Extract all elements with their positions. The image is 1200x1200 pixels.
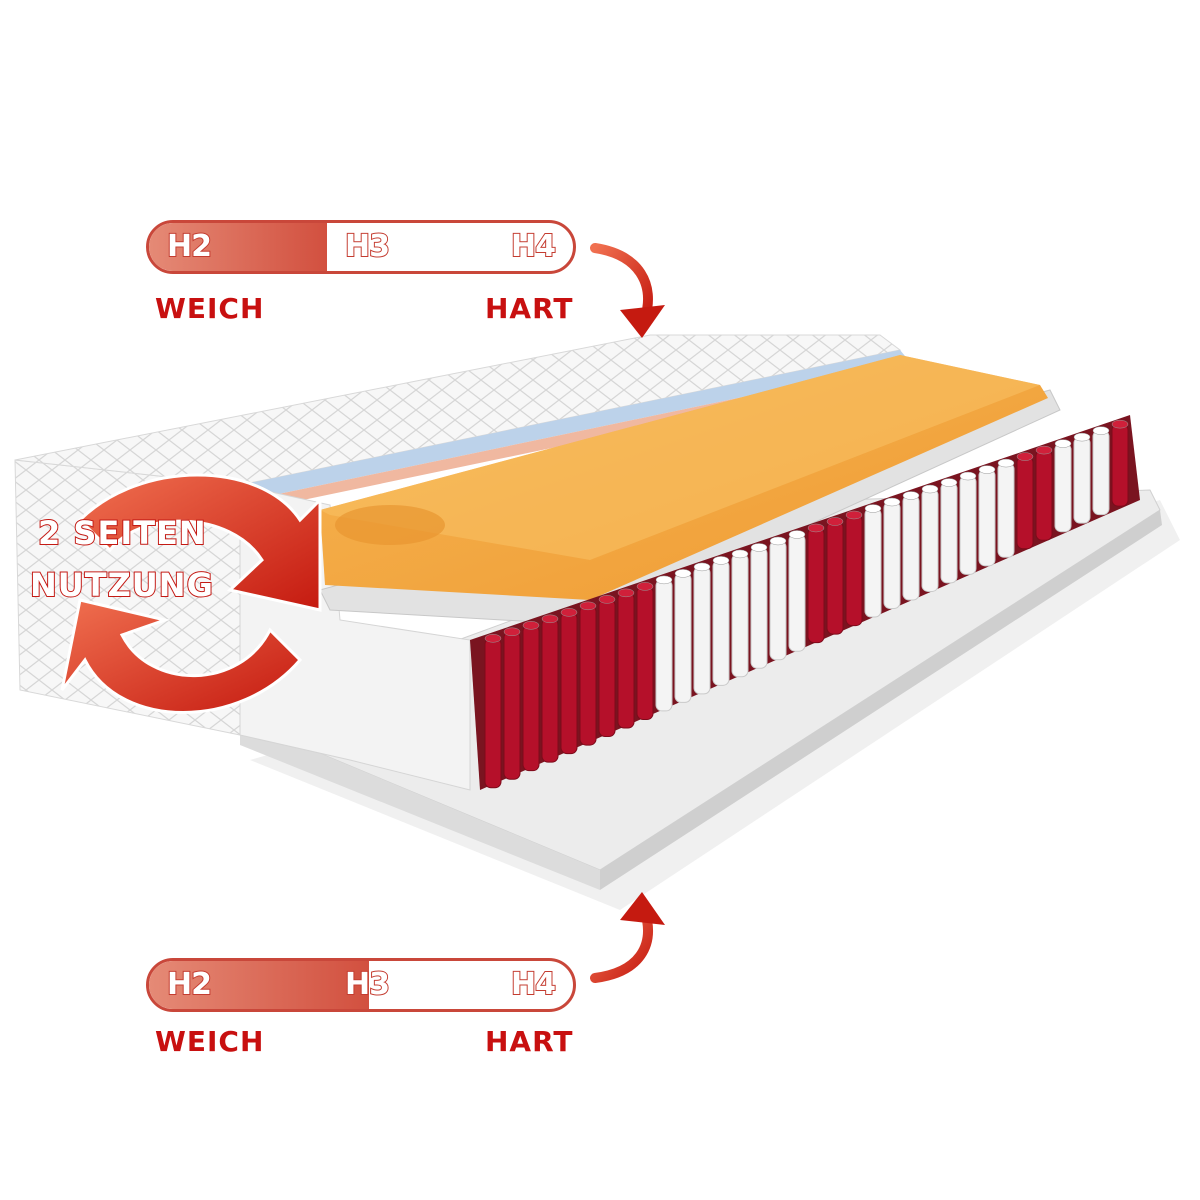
- spring-pocket: [731, 553, 749, 678]
- two-sides-line2: NUTZUNG: [29, 565, 214, 605]
- spring-pocket-top: [617, 588, 635, 598]
- spring-pocket: [845, 514, 863, 627]
- spring-pocket-top: [750, 543, 768, 552]
- spring-pocket: [959, 475, 977, 575]
- spring-pocket: [883, 501, 901, 610]
- level-h4: H4: [510, 228, 557, 265]
- spring-pocket-top: [522, 621, 540, 630]
- spring-pocket-top: [712, 556, 730, 565]
- spring-pocket: [1054, 443, 1072, 533]
- spring-pocket: [902, 495, 920, 601]
- spring-pocket-top: [826, 517, 844, 526]
- spring-pocket-top: [769, 536, 787, 546]
- spring-pocket: [997, 462, 1015, 558]
- spring-pocket-top: [1035, 445, 1053, 455]
- spring-pocket-top: [1092, 426, 1110, 435]
- level-h4: H4: [510, 966, 557, 1003]
- spring-pocket: [978, 469, 996, 567]
- spring-pocket-top: [655, 575, 673, 585]
- spring-pocket-top: [883, 497, 901, 507]
- spring-pocket: [579, 605, 597, 746]
- spring-pocket-top: [959, 471, 977, 481]
- spring-pocket: [1092, 430, 1110, 516]
- firmness-bar-bottom: H2 H3 H4: [146, 958, 576, 1012]
- spring-pocket: [484, 637, 502, 789]
- spring-pocket: [1035, 449, 1053, 541]
- level-h3: H3: [344, 228, 391, 265]
- spring-pocket: [560, 611, 578, 755]
- soft-label: WEICH: [155, 1025, 265, 1058]
- level-h2: H2: [166, 228, 213, 265]
- spring-pocket: [1016, 456, 1034, 550]
- spring-pocket: [598, 598, 616, 738]
- pocket-springs: [484, 419, 1129, 789]
- spring-pocket: [541, 618, 559, 763]
- hard-label: HART: [485, 1025, 574, 1058]
- spring-pocket: [826, 520, 844, 635]
- spring-pocket-top: [1111, 419, 1129, 429]
- firmness-fill: [149, 961, 370, 1009]
- spring-pocket: [617, 592, 635, 729]
- spring-pocket-top: [598, 595, 616, 604]
- level-h3: H3: [344, 966, 391, 1003]
- hard-label: HART: [485, 292, 574, 325]
- spring-pocket-top: [978, 465, 996, 474]
- spring-pocket-top: [731, 549, 749, 559]
- spring-pocket-top: [484, 634, 502, 643]
- handprint: [335, 505, 445, 545]
- firmness-bar-top: H2 H3 H4: [146, 220, 576, 274]
- spring-pocket: [655, 579, 673, 712]
- spring-pocket-top: [560, 608, 578, 617]
- level-h2: H2: [166, 966, 213, 1003]
- spring-pocket-top: [807, 523, 825, 533]
- spring-pocket-top: [1054, 439, 1072, 448]
- spring-pocket-top: [902, 491, 920, 500]
- spring-pocket: [921, 488, 939, 592]
- spring-pocket-top: [921, 484, 939, 494]
- two-sides-line1: 2 SEITEN: [37, 513, 207, 553]
- spring-pocket: [1073, 436, 1091, 524]
- soft-label: WEICH: [155, 292, 265, 325]
- spring-pocket: [674, 572, 692, 703]
- spring-pocket: [522, 624, 540, 772]
- spring-pocket-top: [864, 504, 882, 513]
- spring-pocket-top: [503, 627, 521, 637]
- spring-pocket: [712, 559, 730, 686]
- spring-pocket-top: [940, 478, 958, 487]
- spring-pocket: [788, 533, 806, 652]
- spring-pocket-top: [1016, 452, 1034, 461]
- spring-pocket-top: [845, 510, 863, 520]
- spring-pocket-top: [674, 569, 692, 578]
- spring-pocket-top: [788, 530, 806, 539]
- spring-pocket-top: [693, 562, 711, 572]
- spring-pocket: [940, 482, 958, 584]
- spring-pocket: [503, 631, 521, 780]
- spring-pocket-top: [1073, 432, 1091, 442]
- spring-pocket: [750, 546, 768, 669]
- spring-pocket-top: [997, 458, 1015, 468]
- spring-pocket: [636, 585, 654, 720]
- spring-pocket-top: [636, 582, 654, 591]
- spring-pocket: [769, 540, 787, 661]
- arrow-down-icon: [590, 243, 653, 323]
- spring-pocket-top: [579, 601, 597, 611]
- flip-arrows-icon: [60, 473, 322, 714]
- spring-pocket-top: [541, 614, 559, 624]
- spring-pocket: [1111, 423, 1129, 507]
- spring-pocket: [693, 566, 711, 695]
- spring-pocket: [864, 508, 882, 618]
- spring-pocket: [807, 527, 825, 644]
- firmness-fill: [149, 223, 328, 271]
